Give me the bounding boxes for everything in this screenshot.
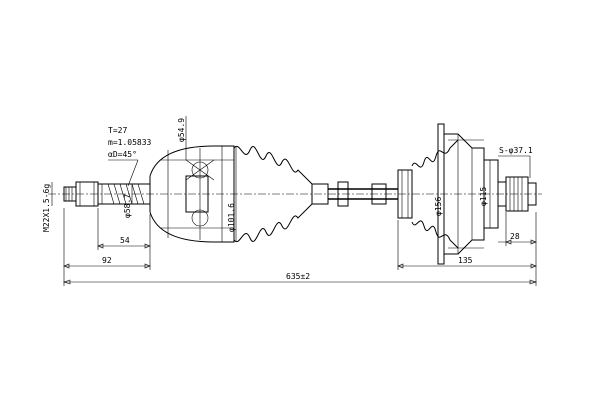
overall-length-dimension: 635±2 xyxy=(63,272,537,285)
inner-spline-stub xyxy=(497,176,537,212)
stub-length-dimension: 54 xyxy=(97,208,151,256)
outer-cv-joint xyxy=(149,145,235,243)
outer-boot xyxy=(233,145,329,243)
overall-length-label: 635±2 xyxy=(286,272,310,281)
inner-spline-length-dimension: 28 xyxy=(498,212,537,246)
inner-length-dimension: 135 xyxy=(397,212,537,286)
inner-cv-joint xyxy=(437,123,499,265)
spline-angle-label: αD=45° xyxy=(108,150,137,159)
shaft xyxy=(328,169,413,219)
inner-flange-diameter-label: φ115 xyxy=(479,187,488,206)
stub-length-label: 54 xyxy=(120,236,130,245)
boot-small-diameter-label: φ54.9 xyxy=(177,118,186,142)
spline-module-label: m=1.05833 xyxy=(108,138,152,147)
spline-spec-callout: T=27 m=1.05833 αD=45° xyxy=(108,126,152,187)
thread-label: M22X1.5-6g xyxy=(42,184,51,232)
stub-diameter-label: φ58.7 xyxy=(123,194,132,218)
outer-length-dimension: 92 xyxy=(63,208,151,286)
inner-spline-label: S-φ37.1 xyxy=(499,146,533,155)
inner-joint-diameter-label: φ156 xyxy=(434,197,443,216)
inner-spline-callout: S-φ37.1 xyxy=(498,146,533,178)
outer-length-label: 92 xyxy=(102,256,112,265)
outer-joint-diameter-label: φ101.6 xyxy=(227,203,236,232)
inner-length-label: 135 xyxy=(458,256,473,265)
spline-teeth-label: T=27 xyxy=(108,126,127,135)
inner-spline-length-label: 28 xyxy=(510,232,520,241)
